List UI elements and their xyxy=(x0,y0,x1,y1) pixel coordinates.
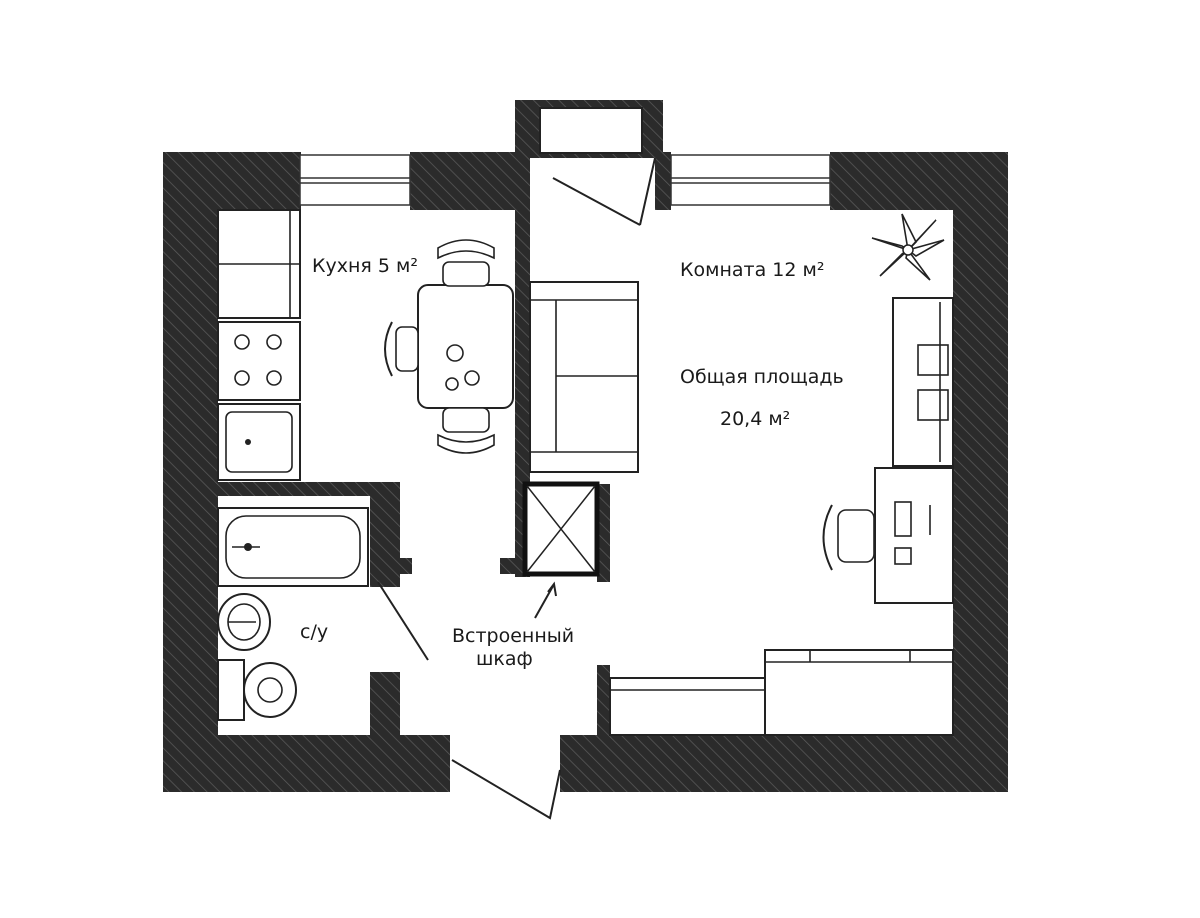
washbasin-icon xyxy=(217,593,271,651)
wall-bottom-right xyxy=(560,735,1008,792)
wall-partition-bath-low xyxy=(370,672,400,742)
wall-partition-kitchen xyxy=(515,152,530,577)
radiator xyxy=(609,677,766,736)
wall-stub-closet xyxy=(500,558,515,574)
built-in-closet xyxy=(522,481,600,577)
toilet-icon xyxy=(217,659,297,721)
stove-icon xyxy=(217,321,301,401)
door-bathroom xyxy=(377,581,429,661)
wall-closet-right xyxy=(597,484,610,582)
wall-right xyxy=(953,152,1008,792)
bed xyxy=(764,649,954,736)
room-furniture xyxy=(529,210,954,736)
kitchen-furniture xyxy=(217,209,514,481)
door-balcony xyxy=(552,157,656,226)
wall-left xyxy=(163,152,218,792)
chair-icon xyxy=(822,504,875,571)
wall-top-room xyxy=(655,152,671,210)
wall-stub-bath xyxy=(400,558,412,574)
chair-icon xyxy=(384,239,495,454)
arrow-icon xyxy=(534,581,557,619)
total-area-value: 20,4 м² xyxy=(720,408,790,430)
closet-label-line2: шкаф xyxy=(476,648,533,670)
total-area-label: Общая площадь xyxy=(680,366,844,388)
wardrobe-right xyxy=(892,297,954,467)
door-entrance xyxy=(451,759,561,820)
window-kitchen xyxy=(299,154,411,206)
windows xyxy=(299,154,831,206)
window-room xyxy=(670,154,831,206)
bathtub-icon xyxy=(217,507,369,587)
bathroom-furniture xyxy=(217,507,369,721)
wall-top-left xyxy=(163,152,301,210)
doors xyxy=(377,157,656,820)
sofa-icon xyxy=(529,281,639,473)
wall-bottom-left xyxy=(163,735,450,792)
sink-icon xyxy=(217,403,301,481)
wall-partition-bath-top xyxy=(218,482,400,496)
wall-partition-bath-side xyxy=(370,482,400,587)
wall-stub-hall xyxy=(597,665,610,740)
room-label: Комната 12 м² xyxy=(680,259,824,281)
closet-label-line1: Встроенный xyxy=(452,625,574,647)
dining-table xyxy=(417,284,514,409)
kitchen-label: Кухня 5 м² xyxy=(312,255,418,277)
desk xyxy=(874,467,954,604)
plant-icon xyxy=(868,210,948,290)
bathroom-label: с/у xyxy=(300,621,328,643)
